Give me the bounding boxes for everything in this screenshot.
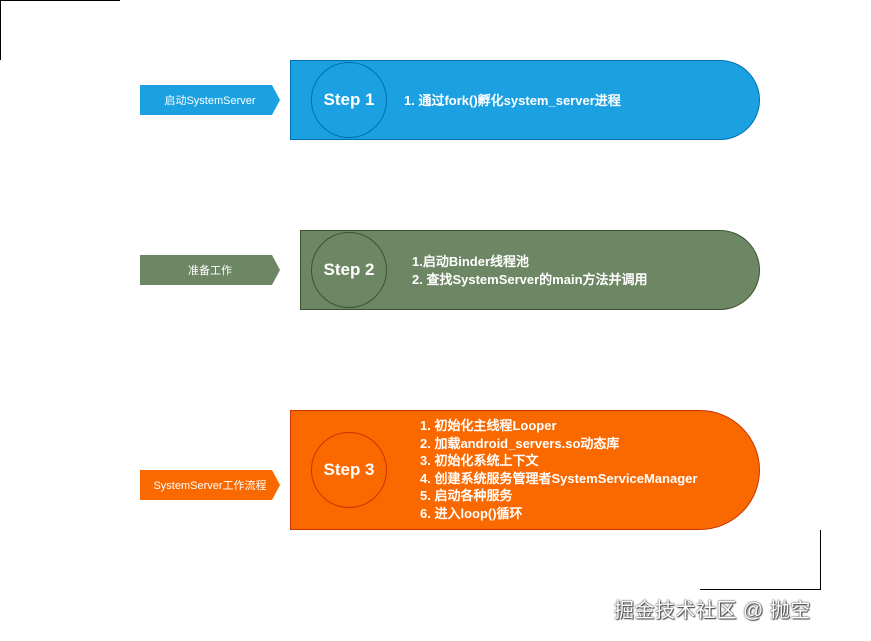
step-1-line-1: 1. 通过fork()孵化system_server进程 bbox=[404, 93, 621, 108]
step-1-title: Step 1 bbox=[323, 90, 375, 109]
corner-line-bottom-horizontal bbox=[700, 589, 821, 590]
step-3-line-1: 1. 初始化主线程Looper bbox=[420, 418, 557, 433]
watermark: 掘金技术社区 @ 抛空 bbox=[614, 600, 811, 622]
step-3-text: 1. 初始化主线程Looper 2. 加载android_servers.so动… bbox=[420, 417, 697, 522]
step-3-box bbox=[290, 410, 760, 530]
step-2-line-1: 1.启动Binder线程池 bbox=[412, 254, 530, 269]
step-3-line-5: 5. 启动各种服务 bbox=[420, 488, 513, 503]
step-3-label-arrow: SystemServer工作流程 bbox=[140, 470, 280, 500]
step-1-label-arrow: 启动SystemServer bbox=[140, 85, 280, 115]
step-3-line-6: 6. 进入loop()循环 bbox=[420, 505, 523, 521]
step-2-circle: Step 2 bbox=[311, 232, 387, 308]
corner-line-top-horizontal bbox=[0, 0, 120, 1]
step-1-text: 1. 通过fork()孵化system_server进程 bbox=[404, 92, 621, 110]
step-1-label: 启动SystemServer bbox=[164, 95, 256, 107]
step-2-title: Step 2 bbox=[323, 260, 375, 279]
step-3-circle: Step 3 bbox=[311, 432, 387, 508]
step-3-line-2: 2. 加载android_servers.so动态库 bbox=[420, 435, 620, 451]
step-2-label-arrow: 准备工作 bbox=[140, 255, 280, 285]
corner-line-bottom-vertical bbox=[820, 530, 821, 590]
step-3-title: Step 3 bbox=[323, 460, 375, 479]
step-3-label: SystemServer工作流程 bbox=[153, 480, 267, 492]
step-3-line-3: 3. 初始化系统上下文 bbox=[420, 453, 539, 468]
step-1-circle: Step 1 bbox=[311, 62, 387, 138]
step-2-line-2: 2. 查找SystemServer的main方法并调用 bbox=[412, 271, 648, 287]
step-3-line-4: 4. 创建系统服务管理者SystemServiceManager bbox=[420, 470, 698, 486]
step-2-text: 1.启动Binder线程池 2. 查找SystemServer的main方法并调… bbox=[412, 253, 648, 288]
step-2-label: 准备工作 bbox=[188, 265, 232, 277]
corner-line-top-vertical bbox=[0, 0, 1, 60]
